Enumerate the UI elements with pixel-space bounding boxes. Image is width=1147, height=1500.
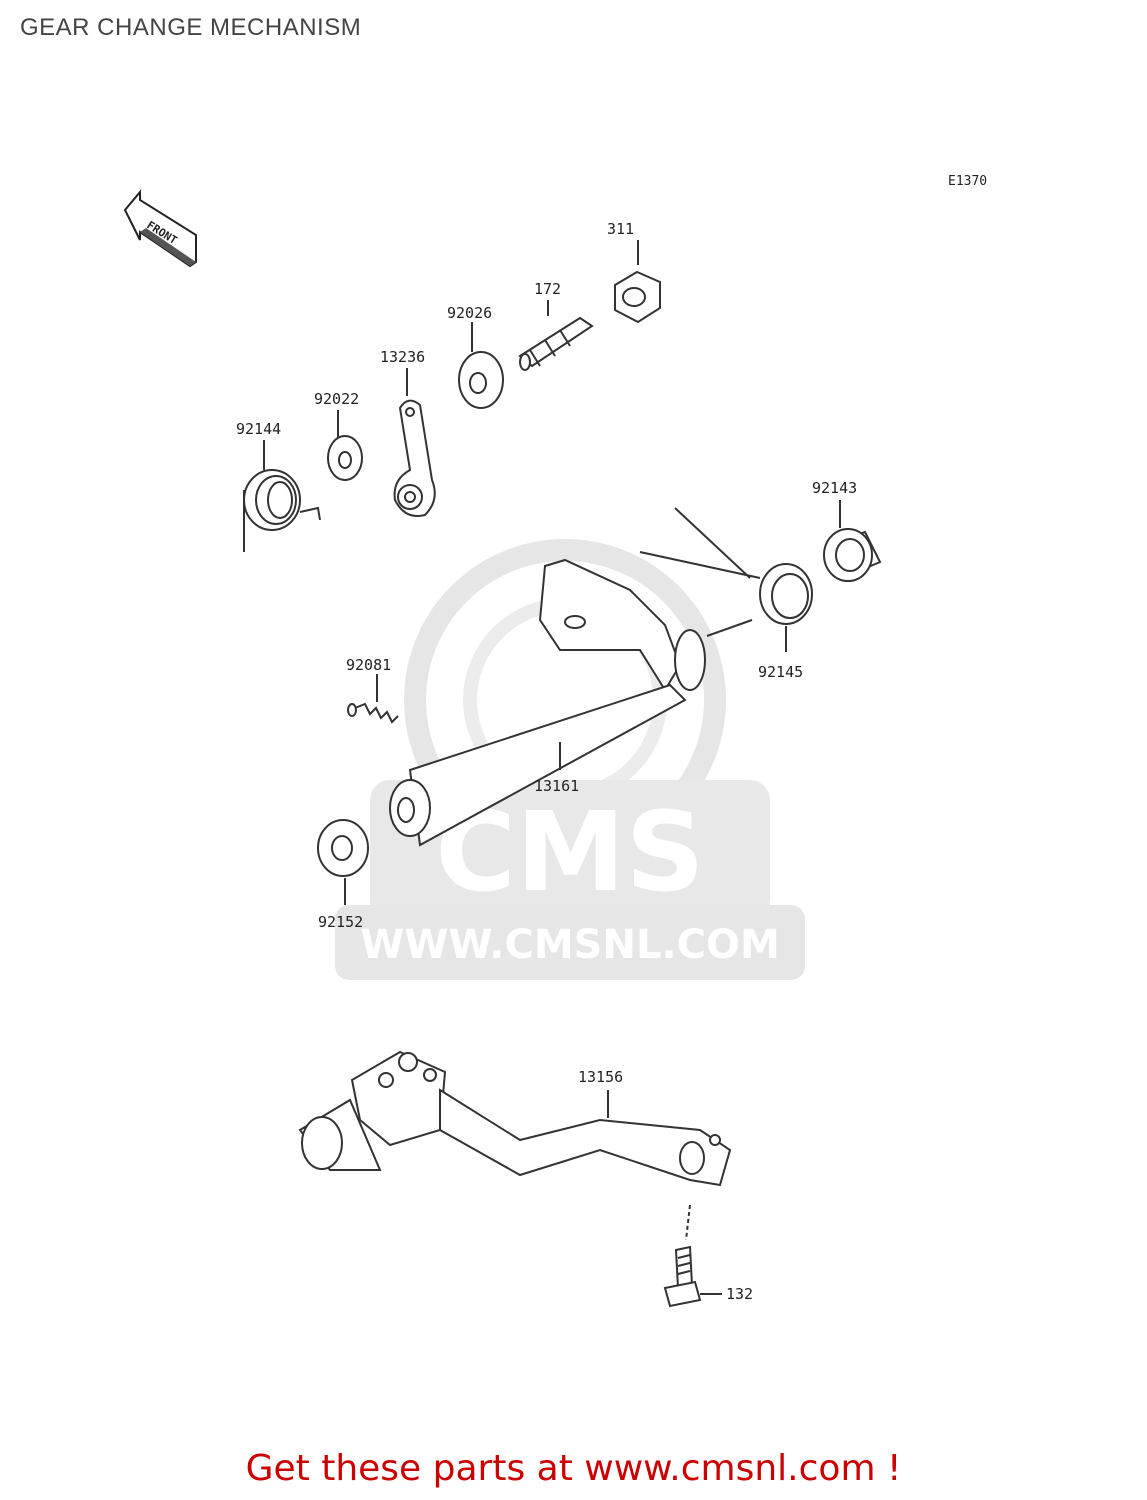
part-13156-pedal	[298, 1050, 732, 1187]
part-label-13236: 13236	[380, 348, 425, 366]
part-92026-washer	[458, 322, 504, 409]
part-label-92026: 92026	[447, 304, 492, 322]
front-arrow-icon: FRONT	[123, 189, 197, 268]
part-label-13161: 13161	[534, 777, 579, 795]
diagram-code: E1370	[948, 174, 987, 189]
part-label-13156: 13156	[578, 1068, 623, 1086]
part-92022-washer	[327, 410, 363, 481]
part-label-311: 311	[607, 220, 634, 238]
part-92152-washer	[317, 819, 369, 905]
part-13236-arm	[393, 368, 436, 517]
part-13161-shaft	[389, 558, 753, 847]
watermark-url-plate	[335, 905, 805, 980]
parts-diagram: CMS WWW.CMSNL.COM E1370 FRONT	[123, 174, 987, 1308]
watermark-url: WWW.CMSNL.COM	[360, 922, 780, 968]
part-92081-spring	[347, 674, 399, 724]
part-92143-collar	[823, 500, 882, 582]
part-label-92144: 92144	[236, 420, 281, 438]
part-label-92081: 92081	[346, 656, 391, 674]
part-311-nut	[614, 240, 661, 324]
footer-link[interactable]: Get these parts at www.cmsnl.com !	[245, 1448, 902, 1489]
page-title: GEAR CHANGE MECHANISM	[20, 14, 362, 41]
part-labels: 311 172 92026 13236 92022 92144 92143 92…	[236, 220, 857, 1303]
part-label-92152: 92152	[318, 913, 363, 931]
part-label-132: 132	[726, 1285, 753, 1303]
part-label-92022: 92022	[314, 390, 359, 408]
part-label-92143: 92143	[812, 479, 857, 497]
part-label-92145: 92145	[758, 663, 803, 681]
part-label-172: 172	[534, 280, 561, 298]
part-132-bolt	[663, 1204, 722, 1308]
part-92144-spring	[243, 440, 321, 552]
part-172-pin	[518, 300, 594, 371]
part-92145-spring	[639, 507, 813, 652]
